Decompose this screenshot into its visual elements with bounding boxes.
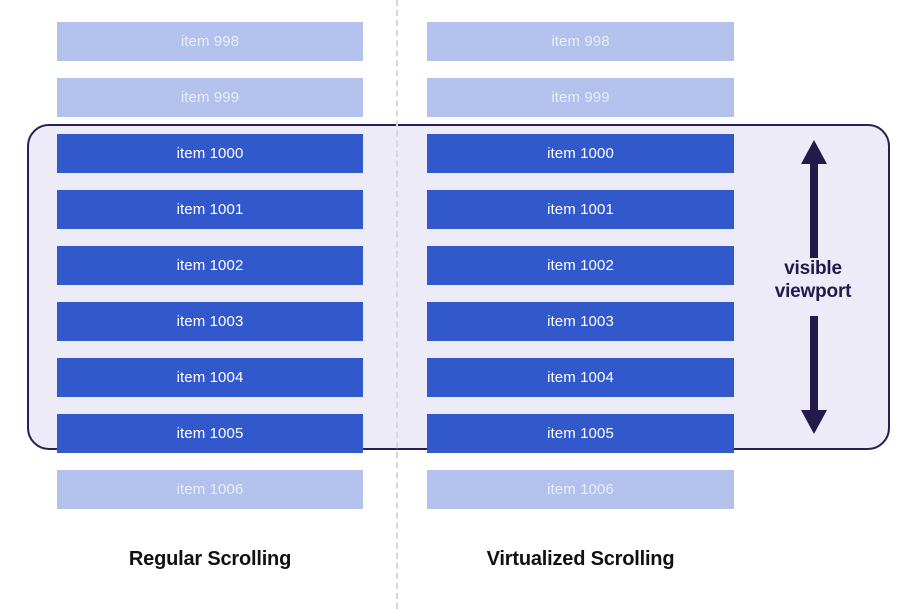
item-label: item 1006 — [176, 481, 244, 498]
visible-viewport-label: visible viewport — [733, 257, 893, 303]
virtualized-item-row: item 1004 — [427, 358, 734, 397]
regular-item-row: item 998 — [57, 22, 363, 61]
regular-item-row: item 1003 — [57, 302, 363, 341]
caption-regular-scrolling: Regular Scrolling — [128, 548, 292, 570]
item-label: item 1003 — [547, 313, 614, 330]
column-divider — [396, 0, 398, 609]
virtualized-item-row: item 1001 — [427, 190, 734, 229]
viewport-label-line-2: viewport — [774, 281, 852, 302]
item-label: item 1006 — [547, 481, 614, 498]
item-label: item 1002 — [176, 257, 244, 274]
virtualized-item-row: item 1006 — [427, 470, 734, 509]
virtualized-item-row: item 999 — [427, 78, 734, 117]
item-label: item 1001 — [176, 201, 244, 218]
virtualized-item-row: item 1002 — [427, 246, 734, 285]
item-label: item 1005 — [547, 425, 614, 442]
item-label: item 999 — [551, 89, 610, 106]
item-label: item 998 — [551, 33, 610, 50]
regular-item-row: item 1002 — [57, 246, 363, 285]
virtualized-item-row: item 1000 — [427, 134, 734, 173]
item-label: item 1003 — [176, 313, 244, 330]
item-label: item 1004 — [547, 369, 614, 386]
item-label: item 1002 — [547, 257, 614, 274]
viewport-label-line-1: visible — [784, 258, 842, 279]
virtualized-item-row: item 1003 — [427, 302, 734, 341]
caption-virtualized-scrolling: Virtualized Scrolling — [486, 548, 675, 570]
regular-item-row: item 1005 — [57, 414, 363, 453]
item-label: item 1000 — [176, 145, 244, 162]
item-label: item 998 — [180, 33, 240, 50]
regular-item-row: item 999 — [57, 78, 363, 117]
item-label: item 999 — [180, 89, 240, 106]
regular-item-row: item 1006 — [57, 470, 363, 509]
virtualized-item-row: item 1005 — [427, 414, 734, 453]
item-label: item 1000 — [547, 145, 614, 162]
regular-item-row: item 1004 — [57, 358, 363, 397]
regular-item-row: item 1001 — [57, 190, 363, 229]
item-label: item 1001 — [547, 201, 614, 218]
virtualized-item-row: item 998 — [427, 22, 734, 61]
regular-item-row: item 1000 — [57, 134, 363, 173]
item-label: item 1004 — [176, 369, 244, 386]
viewport-extent-arrow-icon — [795, 138, 833, 436]
item-label: item 1005 — [176, 425, 244, 442]
